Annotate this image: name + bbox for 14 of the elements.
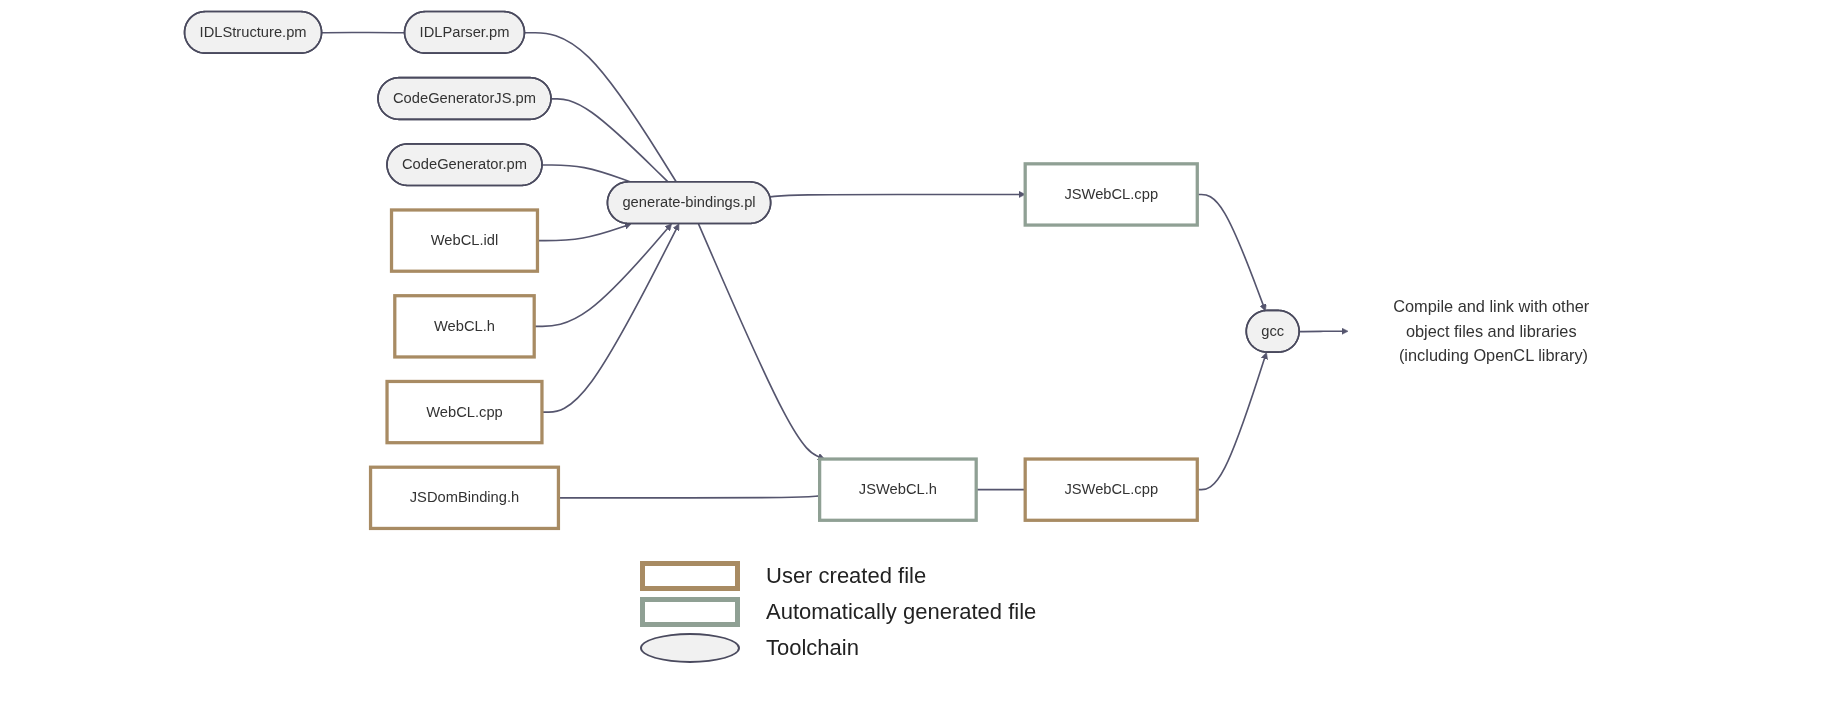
- legend-label: Automatically generated file: [766, 599, 1037, 625]
- node-box: [385, 379, 544, 445]
- node-text: Compile and link with other object files and libraries (including OpenCL library): [1393, 297, 1590, 365]
- node-box: [390, 208, 540, 273]
- node-box: [369, 465, 561, 531]
- arrow: [1299, 327, 1349, 335]
- legend-label: User created file: [766, 563, 927, 589]
- node-box: [1023, 457, 1200, 522]
- flowchart-diagram: IDLStructure.pm IDLParser.pm CodeGeneratorJS.pm CodeGenerator.pm WebCL.idl WebCL.h generate-bindings.pl WebCL.cpp JSWebCL.cpp gcc Compile and link with other object files and libraries (including OpenCL library) JSDomBinding.h JSWebCL.h JSWebCL.cpp: [178, 5, 1646, 535]
- node-box: [818, 457, 979, 522]
- legend-label: Toolchain: [766, 635, 859, 661]
- node-box: [393, 294, 537, 359]
- connector: [524, 31, 678, 184]
- node-box: [1023, 162, 1200, 227]
